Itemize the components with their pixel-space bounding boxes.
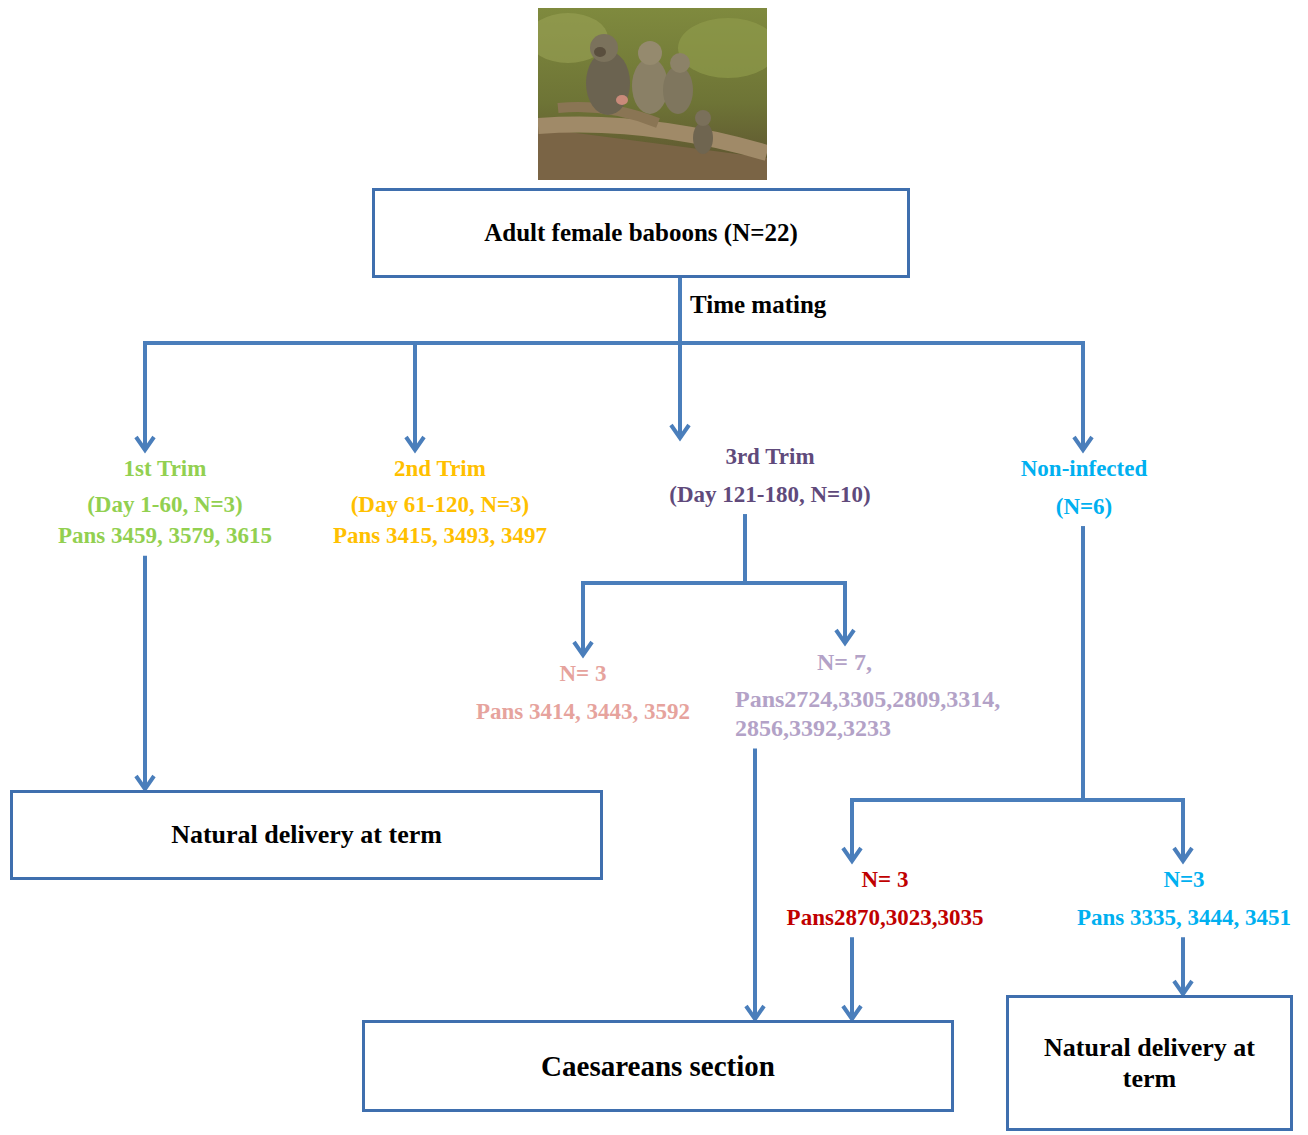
outcome-box: Natural delivery at term [1006,995,1293,1131]
flow-arrow [1083,526,1192,861]
outcome-box: Natural delivery at term [10,790,603,880]
group-text: (Day 121-180, N=10) [669,481,871,509]
group-text: Pans 3414, 3443, 3592 [476,698,690,726]
group-text: Pans 3335, 3444, 3451 [1077,904,1291,932]
annotation-label: Time mating [688,291,828,319]
subgroup-label: N= 7, Pans2724,3305,2809,3314, 2856,3392,… [735,648,1035,742]
group-text: Non-infected [1021,455,1147,483]
subgroup-label: N= 3 Pans 3414, 3443, 3592 [476,660,690,725]
flow-arrow [136,278,680,450]
box-text: Natural delivery at term [171,819,442,850]
subgroup-label: N= 3 Pans2870,3023,3035 [787,866,984,931]
group-text: N= 7, [735,648,1035,677]
flow-arrow [680,278,1092,450]
flow-arrow [843,937,861,1019]
group-text: Pans 3459, 3579, 3615 [58,522,272,550]
flow-arrow [574,514,745,655]
flow-arrow [406,278,680,450]
box-text: Natural delivery at term [1040,1032,1260,1094]
flow-arrow [136,556,154,789]
group-text: 2nd Trim [333,455,547,483]
group-text: (N=6) [1021,493,1147,521]
group-text: N=3 [1077,866,1291,894]
group-text: Pans2724,3305,2809,3314, 2856,3392,3233 [735,685,1035,743]
group-text: (Day 1-60, N=3) [58,491,272,519]
flow-arrow [1174,937,1192,994]
outcome-box: Caesareans section [362,1020,954,1112]
trimester-group: 2nd Trim (Day 61-120, N=3) Pans 3415, 3493… [333,455,547,550]
group-text: 1st Trim [58,455,272,483]
group-text: 3rd Trim [669,443,871,471]
flow-arrow [745,514,854,643]
group-box: Adult female baboons (N=22) [372,188,910,278]
group-text: Pans2870,3023,3035 [787,904,984,932]
trimester-group: 1st Trim (Day 1-60, N=3) Pans 3459, 3579, … [58,455,272,550]
group-text: N= 3 [787,866,984,894]
box-text: Caesareans section [541,1049,775,1084]
flow-arrow [746,748,764,1019]
group-text: (Day 61-120, N=3) [333,491,547,519]
group-text: N= 3 [476,660,690,688]
control-group: Non-infected (N=6) [1021,455,1147,520]
box-text: Adult female baboons (N=22) [484,218,798,248]
baboon-photo [538,8,767,180]
subgroup-label: N=3Pans 3335, 3444, 3451 [1077,866,1291,931]
trimester-group: 3rd Trim (Day 121-180, N=10) [669,443,871,508]
group-text: Pans 3415, 3493, 3497 [333,522,547,550]
